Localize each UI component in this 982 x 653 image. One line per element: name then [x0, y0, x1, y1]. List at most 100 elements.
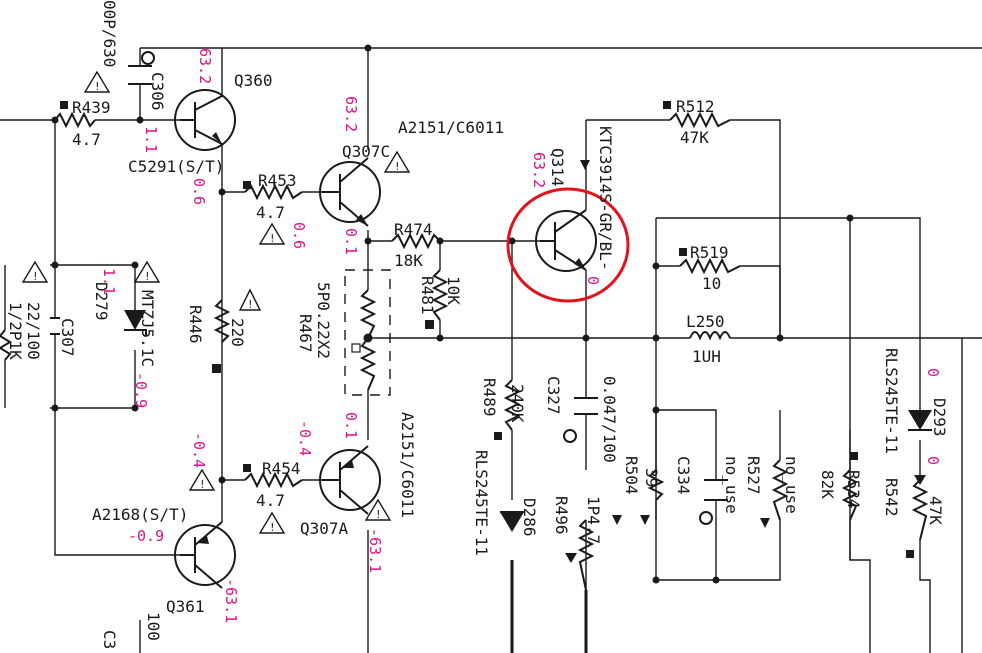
label-r519-val: 10 [702, 274, 721, 293]
v-q361-b: -0.4 [190, 432, 208, 468]
v-q360-c: 63.2 [196, 48, 214, 84]
label-r496-val: 1P4.7 [584, 496, 603, 544]
svg-text:!: ! [32, 270, 39, 283]
svg-text:!: ! [269, 521, 276, 534]
svg-text:!: ! [144, 270, 151, 283]
labels-horizontal: Q360 R439 4.7 C5291(S/T) R453 4.7 Q307C … [72, 71, 729, 616]
svg-text:!: ! [394, 160, 401, 173]
label-c327: C327 [544, 376, 563, 415]
diodes [124, 310, 932, 532]
labels-vertical: 00P/630 C306 Q314 KTC3914S-GR/BL- R481 1… [6, 0, 949, 649]
transistor-q361 [174, 521, 236, 589]
label-r453-val: 4.7 [256, 203, 285, 222]
svg-text:!: ! [94, 80, 101, 93]
v-q307c-e: 0.1 [342, 228, 360, 255]
label-c307-val: 22/100 [24, 302, 43, 360]
label-r489-val: 240K [508, 384, 527, 423]
highlight-circle [506, 187, 630, 303]
label-r542: R542 [882, 478, 901, 517]
svg-text:!: ! [269, 232, 276, 245]
label-bottom-c: C3 [100, 630, 119, 649]
label-r504: R504 [622, 456, 641, 495]
label-ktc: KTC3914S-GR/BL- [596, 126, 615, 271]
label-l250-val: 1UH [692, 347, 721, 366]
svg-text:!: ! [247, 298, 254, 311]
label-c327-val: 0.047/100 [600, 376, 619, 463]
transistor-q307a [319, 445, 381, 515]
label-r453: R453 [258, 171, 297, 190]
label-r454: R454 [262, 459, 301, 478]
label-q360: Q360 [234, 71, 273, 90]
warning-triangle-icons: ! ! ! ! ! ! ! ! ! [21, 70, 411, 534]
label-r519: R519 [690, 243, 729, 262]
markers [60, 101, 926, 563]
label-r527-nouse: no_use [782, 456, 801, 514]
label-a2168: A2168(S/T) [92, 505, 188, 524]
label-r481: R481 [418, 276, 437, 315]
label-q314: Q314 [548, 148, 567, 187]
label-r512-val: 47K [680, 128, 709, 147]
v-q314-c: 63.2 [530, 152, 548, 188]
label-r489: R489 [480, 378, 499, 417]
v-d279-bot: -0.9 [132, 372, 150, 408]
label-r446: R446 [186, 305, 205, 344]
v-q307a-e: 0.1 [342, 412, 360, 439]
v-q360-e: 0.6 [190, 178, 208, 205]
v-q314-e: 0 [584, 276, 602, 285]
v-q361-e: -0.9 [128, 527, 164, 545]
label-left-res: 1/2P1K [6, 302, 25, 360]
label-r496: R496 [552, 496, 571, 535]
label-r534-val: 82K [818, 470, 837, 499]
label-rls-mid: RLS245TE-11 [472, 450, 491, 556]
label-mtz: MTZJ5.1C [138, 290, 157, 367]
v-q307a-out: -63.1 [366, 528, 384, 573]
v-d293-bot: 0 [924, 456, 942, 465]
label-r534: R534 [844, 470, 863, 509]
label-rls-right: RLS245TE-11 [882, 348, 901, 454]
wires [0, 47, 982, 653]
v-d279-top: 1.1 [100, 268, 118, 295]
label-c334-nouse: no_use [722, 456, 741, 514]
label-bottom-100: 100 [144, 612, 163, 641]
label-d293: D293 [930, 398, 949, 437]
label-r439-val: 4.7 [72, 130, 101, 149]
label-r504-val: 39 [642, 468, 661, 487]
label-l250: L250 [686, 312, 725, 331]
v-q307c-c: 63.2 [342, 96, 360, 132]
v-d293-top: 0 [924, 368, 942, 377]
label-r481-val: 10K [444, 276, 463, 305]
label-q307a: Q307A [300, 519, 349, 538]
label-r474-val: 18K [394, 251, 423, 270]
v-q360-b: 1.1 [142, 126, 160, 153]
resistors [0, 111, 929, 591]
label-d286: D286 [520, 498, 539, 537]
v-q307a-c: -0.4 [296, 420, 314, 456]
label-r527: R527 [744, 456, 763, 495]
label-top-cap: 00P/630 [100, 0, 119, 67]
transistor-q307c [319, 157, 381, 227]
v-q307c-b: 0.6 [290, 222, 308, 249]
label-r454-val: 4.7 [256, 491, 285, 510]
label-c306: C306 [148, 72, 167, 111]
label-r446-val: 220 [228, 318, 247, 347]
label-a2151-bot: A2151/C6011 [398, 412, 417, 518]
label-r467: R467 [296, 314, 315, 353]
label-d279: D279 [92, 282, 111, 321]
svg-text:!: ! [199, 478, 206, 491]
v-q361-c: -63.1 [222, 578, 240, 623]
label-q361: Q361 [166, 597, 205, 616]
label-c307: C307 [58, 318, 77, 357]
inductor-l250 [689, 331, 731, 341]
label-r474: R474 [394, 220, 433, 239]
label-q307c: Q307C [342, 142, 390, 161]
label-r512: R512 [676, 97, 715, 116]
label-c5291: C5291(S/T) [128, 157, 224, 176]
label-a2151-top: A2151/C6011 [398, 118, 504, 137]
label-r542-val: 47K [926, 496, 945, 525]
label-r467-val: 5P0.22X2 [314, 282, 333, 359]
svg-text:!: ! [375, 508, 382, 521]
transistor-q314 [535, 209, 597, 272]
label-c334: C334 [674, 456, 693, 495]
transistor-q360 [174, 89, 236, 151]
